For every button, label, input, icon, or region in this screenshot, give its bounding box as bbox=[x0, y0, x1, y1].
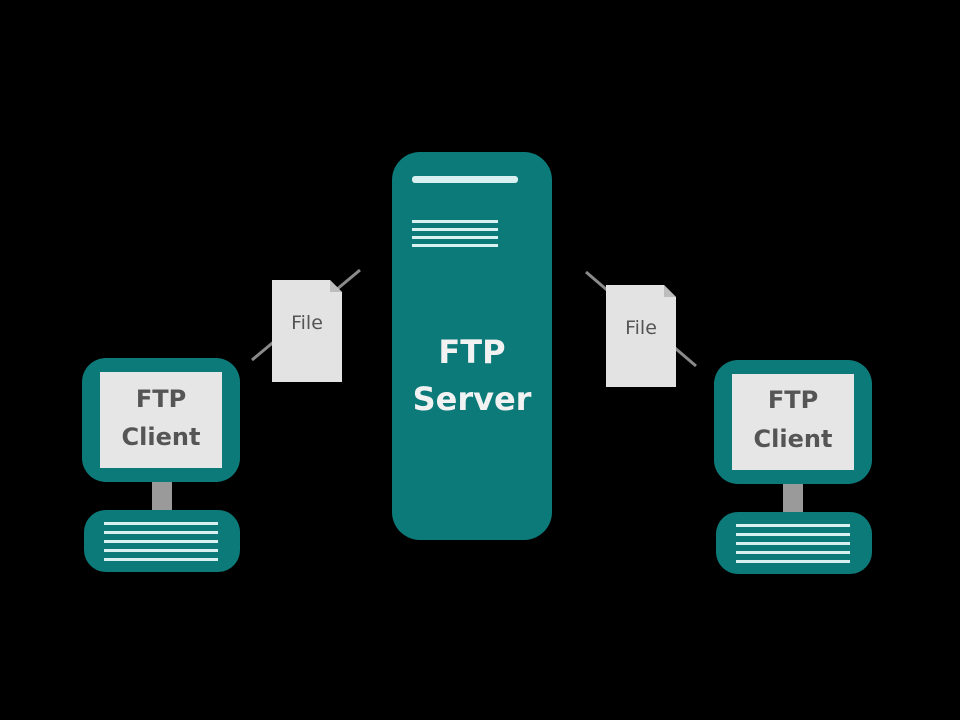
file-document-right: File bbox=[606, 285, 676, 387]
client-left-keyboard-lines bbox=[104, 522, 218, 561]
server-vent-lines bbox=[412, 220, 498, 247]
client-right-keyboard-lines bbox=[736, 524, 850, 563]
file-left-fold bbox=[330, 280, 342, 292]
file-left-paper bbox=[272, 280, 342, 382]
client-right-stand bbox=[783, 484, 803, 512]
ftp-server: FTP Server bbox=[392, 152, 552, 540]
server-label-line2: Server bbox=[413, 380, 532, 418]
file-left-label: File bbox=[291, 312, 323, 334]
file-right-fold bbox=[664, 285, 676, 297]
client-left-stand bbox=[152, 482, 172, 510]
file-right-paper bbox=[606, 285, 676, 387]
ftp-client-left: FTP Client bbox=[82, 358, 240, 572]
file-document-left: File bbox=[272, 280, 342, 382]
server-label-line1: FTP bbox=[438, 333, 505, 371]
server-body bbox=[392, 152, 552, 540]
client-left-screen bbox=[100, 372, 222, 468]
ftp-client-right: FTP Client bbox=[714, 360, 872, 574]
client-left-label-line1: FTP bbox=[136, 385, 186, 413]
client-right-screen bbox=[732, 374, 854, 470]
file-right-label: File bbox=[625, 317, 657, 339]
server-top-bar bbox=[412, 176, 518, 183]
client-right-label-line2: Client bbox=[754, 425, 833, 453]
client-right-label-line1: FTP bbox=[768, 386, 818, 414]
client-left-label-line2: Client bbox=[122, 423, 201, 451]
